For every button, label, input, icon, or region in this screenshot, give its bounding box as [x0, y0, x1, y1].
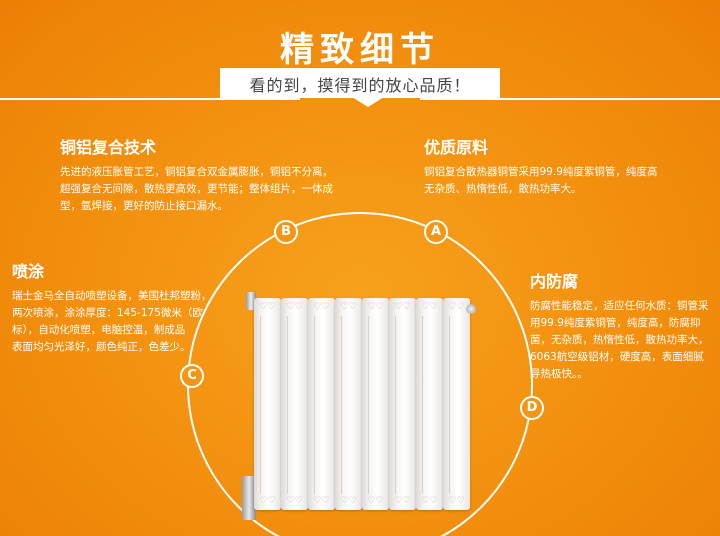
feature-line: 两次喷涂，涂涂厚度：145-175微米（欧: [12, 307, 203, 319]
radiator-product-image: ♡♡ ♡♡ ♡♡ ♡♡ ♡♡ ♡♡ ♡♡ ♡♡ ♡♡ ♡♡ ♡♡ ♡♡ ♡♡ ♡♡ ♡♡ ♡♡: [242, 292, 478, 524]
ornament-icon: ♡♡: [340, 496, 357, 506]
feature-copper-aluminum: 铜铝复合技术 先进的液压胀管工艺，铜铝复合双金属膨胀，铜铝不分离， 超强复合无间…: [60, 134, 360, 215]
ornament-icon: ♡♡: [313, 496, 330, 506]
radiator-vent: [246, 292, 256, 310]
feature-title: 内防腐: [530, 272, 579, 291]
ornament-icon: ♡♡: [448, 496, 465, 506]
feature-line: 防腐性能稳定，适应任何水质：铜管采: [530, 300, 709, 312]
radiator-panel: ♡♡ ♡♡: [254, 298, 281, 510]
feature-quality-material: 优质原料 铜铝复合散热器铜管采用99.9纯度紫铜管，纯度高 无杂质、热惰性低，散…: [424, 134, 694, 198]
page-title: 精致细节: [280, 30, 440, 70]
ornament-icon: ♡♡: [394, 302, 411, 312]
feature-line: 先进的液压胀管工艺，铜铝复合双金属膨胀，铜铝不分离，: [60, 166, 333, 178]
badge-d: D: [520, 396, 544, 420]
feature-line: 6063航空级铝材，硬度高，表面细腻: [530, 351, 704, 363]
feature-line: 型，氩焊接，更好的防止接口漏水。: [60, 200, 228, 212]
radiator-panel: ♡♡ ♡♡: [281, 298, 308, 510]
feature-line: 导热极快。。: [530, 368, 588, 380]
feature-title: 优质原料: [424, 138, 489, 157]
feature-line: 无杂质、热惰性低，散热功率大。: [424, 183, 582, 195]
radiator-valve: [242, 476, 256, 520]
feature-title: 喷涂: [12, 262, 45, 281]
radiator-panel: ♡♡ ♡♡: [335, 298, 362, 510]
ornament-icon: ♡♡: [340, 302, 357, 312]
ornament-icon: ♡♡: [421, 302, 438, 312]
radiator-panel: ♡♡ ♡♡: [362, 298, 389, 510]
header-divider-right: [420, 98, 720, 100]
radiator-panel: ♡♡ ♡♡: [308, 298, 335, 510]
radiator-panel: ♡♡ ♡♡: [443, 298, 470, 510]
ornament-icon: ♡♡: [313, 302, 330, 312]
ornament-icon: ♡♡: [259, 496, 276, 506]
header: 精致细节 看的到，摸得到的放心品质！: [220, 0, 500, 105]
badge-a: A: [424, 220, 448, 244]
feature-line: 用99.9纯度紫铜管，纯度高，防腐抑: [530, 317, 701, 329]
feature-line: 超强复合无间隙，散热更高效，更节能；整体组片，一体成: [60, 183, 333, 195]
subtitle-band: 看的到，摸得到的放心品质！: [220, 68, 500, 98]
ornament-icon: ♡♡: [394, 496, 411, 506]
feature-line: 瑞士金马全自动喷塑设备，美国杜邦塑粉，: [12, 290, 212, 302]
feature-title: 铜铝复合技术: [60, 138, 157, 157]
ornament-icon: ♡♡: [259, 302, 276, 312]
radiator-plug: [466, 304, 476, 314]
feature-anti-corrosion: 内防腐 防腐性能稳定，适应任何水质：铜管采 用99.9纯度紫铜管，纯度高，防腐抑…: [530, 268, 716, 383]
radiator-panel: ♡♡ ♡♡: [416, 298, 443, 510]
feature-line: 标），自动化喷塑，电脑控温，制成品: [12, 324, 186, 336]
feature-body: 瑞士金马全自动喷塑设备，美国杜邦塑粉， 两次喷涂，涂涂厚度：145-175微米（…: [12, 288, 242, 356]
badge-c: C: [180, 364, 204, 388]
chevron-down-icon: [352, 97, 384, 107]
header-divider-left: [0, 98, 300, 100]
ornament-icon: ♡♡: [367, 302, 384, 312]
ornament-icon: ♡♡: [286, 496, 303, 506]
feature-body: 防腐性能稳定，适应任何水质：铜管采 用99.9纯度紫铜管，纯度高，防腐抑 菌，无…: [530, 298, 716, 383]
feature-line: 菌，无杂质，热惰性低，散热功率大，: [530, 334, 709, 346]
badge-b: B: [274, 220, 298, 244]
feature-line: 表面均匀光泽好，颜色纯正，色差少。: [12, 341, 191, 353]
feature-line: 铜铝复合散热器铜管采用99.9纯度紫铜管，纯度高: [424, 166, 658, 178]
ornament-icon: ♡♡: [421, 496, 438, 506]
radiator-panel: ♡♡ ♡♡: [389, 298, 416, 510]
feature-body: 先进的液压胀管工艺，铜铝复合双金属膨胀，铜铝不分离， 超强复合无间隙，散热更高效…: [60, 164, 360, 215]
ornament-icon: ♡♡: [448, 302, 465, 312]
feature-spray-coating: 喷涂 瑞士金马全自动喷塑设备，美国杜邦塑粉， 两次喷涂，涂涂厚度：145-175…: [12, 258, 242, 356]
ornament-icon: ♡♡: [367, 496, 384, 506]
page-subtitle: 看的到，摸得到的放心品质！: [249, 76, 471, 95]
ornament-icon: ♡♡: [286, 302, 303, 312]
feature-body: 铜铝复合散热器铜管采用99.9纯度紫铜管，纯度高 无杂质、热惰性低，散热功率大。: [424, 164, 694, 198]
